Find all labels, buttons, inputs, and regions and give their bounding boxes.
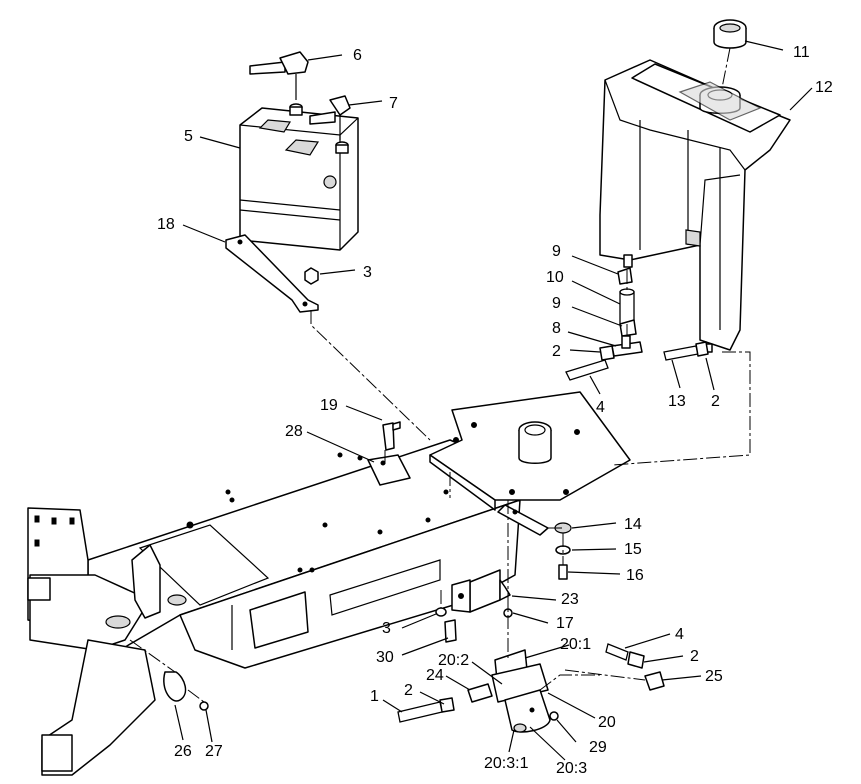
label-20: 20 (598, 714, 616, 731)
leader-lines (174, 40, 813, 761)
label-8: 8 (552, 320, 561, 337)
battery-cable-6 (249, 51, 309, 100)
label-3-battery: 3 (363, 264, 372, 281)
label-20-2: 20:2 (438, 652, 469, 669)
label-2-tank: 2 (711, 393, 720, 410)
label-2-tee: 2 (552, 343, 561, 360)
label-24: 24 (426, 667, 444, 684)
label-23: 23 (561, 591, 579, 608)
fuel-filter (397, 643, 665, 733)
tank-mount-plate (429, 391, 631, 613)
label-2-right: 2 (690, 648, 699, 665)
label-25: 25 (705, 668, 723, 685)
label-28: 28 (285, 423, 303, 440)
label-10: 10 (546, 269, 564, 286)
label-27: 27 (205, 743, 223, 760)
label-9-upper: 9 (552, 243, 561, 260)
label-12: 12 (815, 79, 833, 96)
label-9-lower: 9 (552, 295, 561, 312)
label-29: 29 (589, 739, 607, 756)
label-30: 30 (376, 649, 394, 666)
part-labels: 6 7 5 18 3 11 12 9 10 9 8 2 4 13 2 19 28… (157, 44, 833, 777)
label-7: 7 (389, 95, 398, 112)
fuel-cap (713, 19, 747, 49)
label-13: 13 (668, 393, 686, 410)
nut (304, 267, 319, 285)
assembly-lines (129, 47, 751, 703)
label-18: 18 (157, 216, 175, 233)
label-11: 11 (793, 44, 810, 61)
label-19: 19 (320, 397, 338, 414)
label-16: 16 (626, 567, 644, 584)
label-15: 15 (624, 541, 642, 558)
frame (27, 439, 521, 776)
label-1: 1 (370, 688, 379, 705)
label-20-3: 20:3 (556, 760, 587, 777)
label-20-1: 20:1 (560, 636, 591, 653)
battery (239, 103, 359, 251)
label-5: 5 (184, 128, 193, 145)
label-4-upper: 4 (596, 399, 605, 416)
label-2-filter: 2 (404, 682, 413, 699)
fuel-tank (599, 59, 791, 353)
label-4-lower: 4 (675, 626, 684, 643)
label-6: 6 (353, 47, 362, 64)
label-17: 17 (556, 615, 574, 632)
label-3-lower: 3 (382, 620, 391, 637)
battery-cable-7 (309, 95, 351, 140)
hold-down-rod (225, 234, 319, 313)
label-14: 14 (624, 516, 642, 533)
label-20-3-1: 20:3:1 (484, 755, 529, 772)
label-26: 26 (174, 743, 192, 760)
